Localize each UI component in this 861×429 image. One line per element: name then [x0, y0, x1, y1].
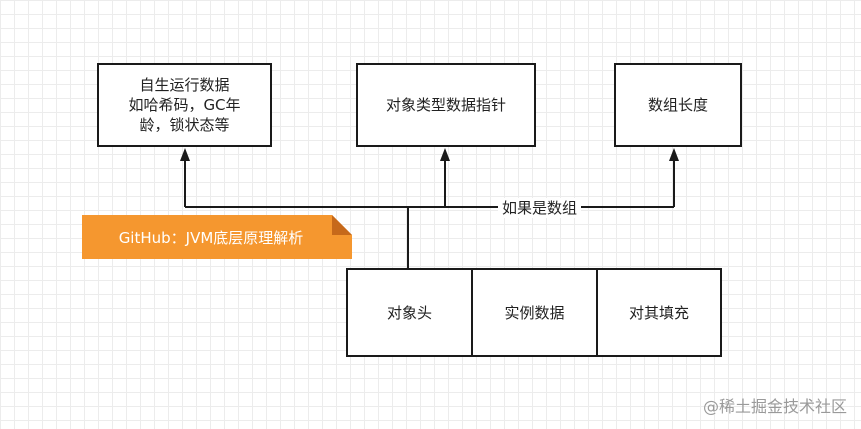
arrow-head-mark-word — [180, 148, 190, 161]
klass-pointer-box: 对象类型数据指针 — [356, 63, 536, 147]
note-shape — [82, 215, 352, 259]
array-length-text: 数组长度 — [647, 96, 708, 114]
object-header-cell: 对象头 — [346, 268, 473, 357]
note-fold — [332, 215, 352, 235]
instance-data-text: 实例数据 — [504, 303, 565, 322]
note-text: GitHub：JVM底层原理解析 — [118, 228, 304, 247]
padding-text: 对其填充 — [628, 303, 689, 322]
mark-word-box: 自生运行数据 如哈希码，GC年 龄，锁状态等 — [97, 63, 272, 147]
array-edge-label: 如果是数组 — [498, 198, 582, 218]
note-body — [82, 215, 352, 259]
padding-cell: 对其填充 — [596, 268, 722, 357]
watermark: @稀土掘金技术社区 — [702, 397, 847, 416]
object-header-text: 对象头 — [386, 303, 432, 322]
instance-data-cell: 实例数据 — [471, 268, 598, 357]
arrow-head-array-length — [669, 148, 679, 161]
klass-pointer-text: 对象类型数据指针 — [385, 96, 506, 114]
mark-word-text: 自生运行数据 如哈希码，GC年 龄，锁状态等 — [128, 76, 241, 134]
arrow-head-klass-pointer — [440, 148, 450, 161]
array-length-box: 数组长度 — [614, 63, 742, 147]
